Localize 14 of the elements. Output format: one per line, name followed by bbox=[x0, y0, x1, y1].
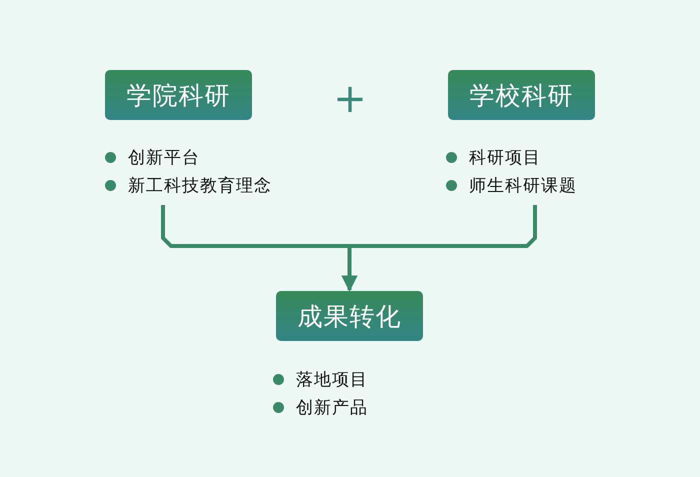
list-item: 创新产品 bbox=[296, 396, 368, 418]
title-box bbox=[448, 70, 595, 120]
box-title: 学院科研 bbox=[126, 80, 230, 112]
list-item: 落地项目 bbox=[296, 368, 368, 390]
connector-arrow bbox=[342, 205, 537, 292]
list-item: 师生科研课题 bbox=[469, 174, 577, 196]
title-box bbox=[105, 70, 252, 120]
list-item: 创新平台 bbox=[128, 146, 200, 168]
plus-sign: + bbox=[332, 76, 368, 122]
list-item: 科研项目 bbox=[469, 146, 541, 168]
box-title: 成果转化 bbox=[298, 300, 402, 332]
list-item: 新工科技教育理念 bbox=[128, 174, 272, 196]
box-title: 学校科研 bbox=[470, 80, 574, 112]
title-box bbox=[276, 291, 423, 341]
